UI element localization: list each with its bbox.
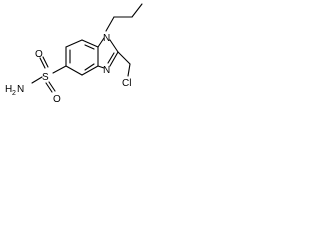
bond-imid-2 — [109, 39, 119, 53]
bond-s-n — [31, 76, 43, 84]
bond-ring-double-2 — [84, 63, 95, 71]
bond-ring-3 — [81, 65, 99, 76]
bond-ring-s — [52, 65, 67, 74]
bond-s-o-top-2 — [42, 56, 49, 68]
atom-label-n1: N — [103, 33, 110, 44]
bond-ring-double-1 — [84, 44, 95, 50]
bond-s-o-top — [39, 57, 46, 69]
bond-imid-1 — [97, 37, 105, 48]
bond-s-o-bottom-2 — [45, 82, 53, 93]
atom-label-n3: N — [103, 65, 110, 76]
atom-label-oxygen-bottom: O — [53, 94, 61, 105]
bond-s-o-bottom — [48, 81, 56, 92]
atom-label-sulfur: S — [42, 72, 49, 83]
atom-label-amine-h: H — [5, 84, 12, 95]
bond-imid-3 — [109, 51, 119, 67]
bond-ring-1 — [81, 39, 99, 48]
chemical-structure-diagram: N N S O O Cl H 2 N — [5, 3, 143, 105]
bond-ch2-cl — [127, 63, 131, 77]
atom-label-amine-subscript: 2 — [12, 90, 16, 97]
atom-label-chlorine: Cl — [122, 78, 131, 89]
bond-ch2 — [117, 51, 131, 65]
bond-butyl-3 — [131, 3, 143, 18]
bond-ring-6 — [65, 39, 83, 48]
bond-butyl-1 — [105, 16, 115, 32]
bond-ring-4 — [65, 65, 83, 76]
atom-label-amine-n: N — [17, 84, 24, 95]
atom-label-oxygen-top: O — [35, 49, 43, 60]
bond-imid-double — [107, 52, 115, 64]
bond-imid-4 — [97, 65, 105, 69]
